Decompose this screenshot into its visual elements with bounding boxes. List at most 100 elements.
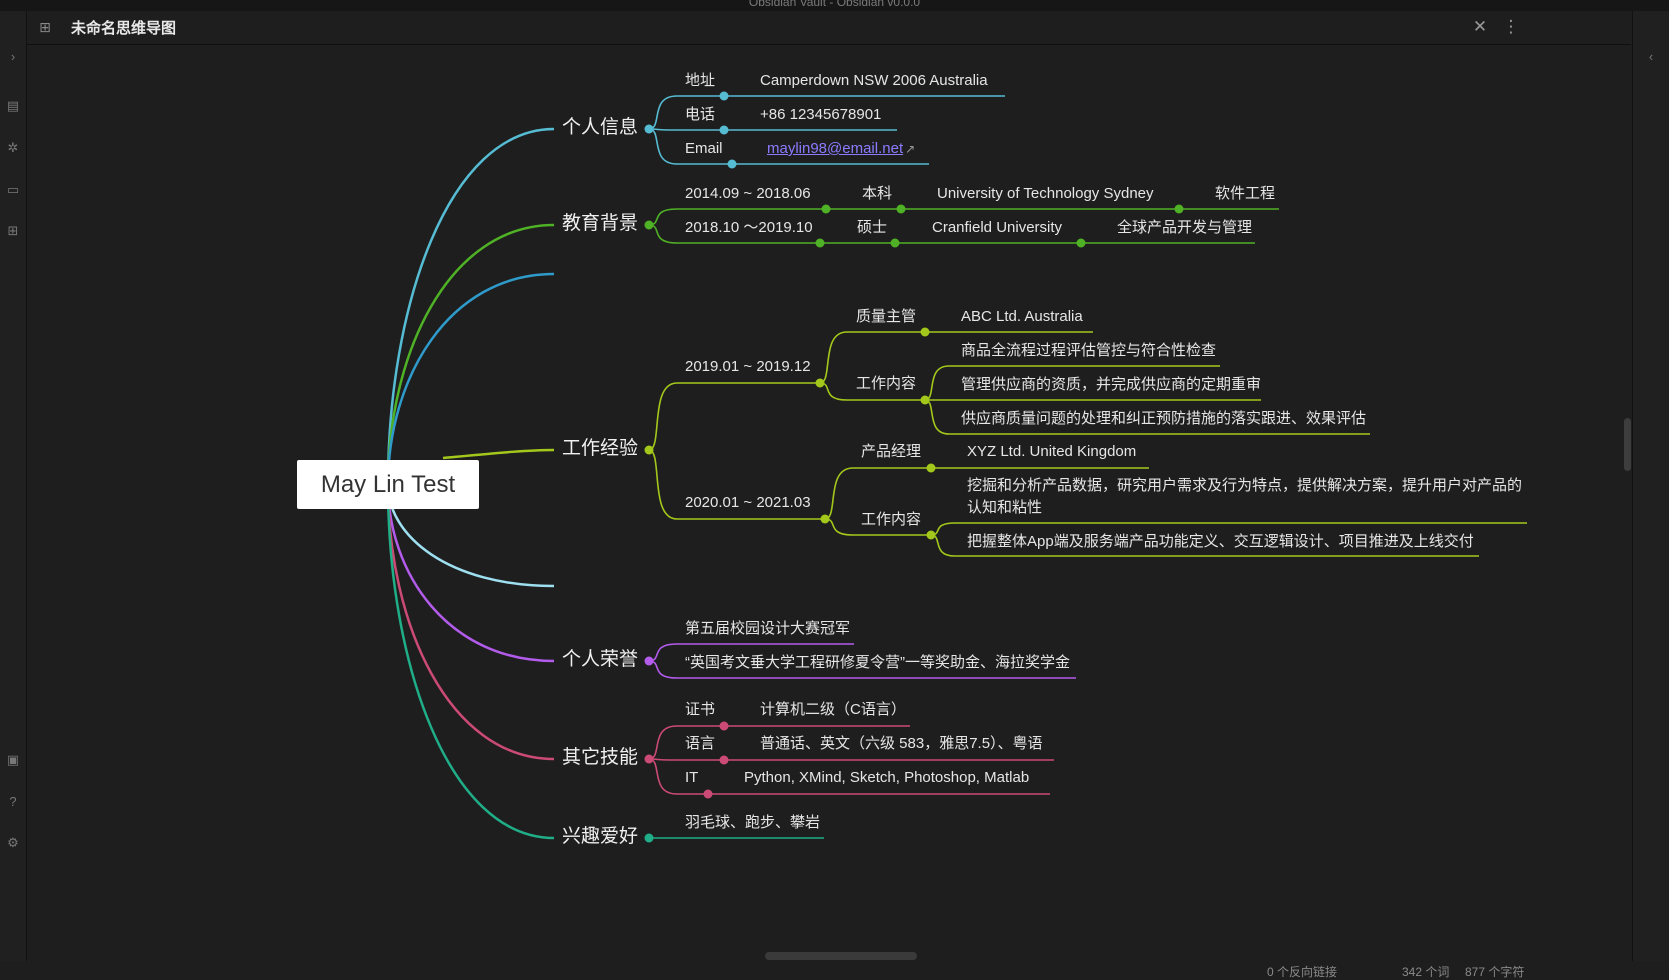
node-job2-role[interactable]: 产品经理 [861, 443, 922, 460]
node-cert-label[interactable]: 证书 [685, 701, 716, 718]
node-edu1-school[interactable]: University of Technology Sydney [937, 185, 1154, 202]
node-it-value[interactable]: Python, XMind, Sketch, Photoshop, Matlab [744, 769, 1030, 786]
node-job2-duty1[interactable]: 挖掘和分析产品数据，研究用户需求及行为特点，提供解决方案，提升用户对产品的 认知… [967, 476, 1522, 518]
node-email-label[interactable]: Email [685, 140, 723, 157]
mindmap-node-dot[interactable] [644, 445, 654, 455]
mindmap-view-icon: ⊞ [39, 18, 51, 35]
node-it-label[interactable]: IT [685, 769, 699, 786]
node-other-skills[interactable]: 其它技能 [562, 747, 639, 768]
mindmap-node-dot[interactable] [719, 721, 729, 731]
node-edu2-degree[interactable]: 硕士 [857, 219, 888, 236]
mindmap-edge-8 [648, 95, 678, 130]
node-edu2-school[interactable]: Cranfield University [932, 219, 1063, 236]
status-backlinks[interactable]: 0 个反向链接 [1267, 965, 1338, 979]
node-job1-role[interactable]: 质量主管 [856, 308, 917, 325]
mindmap-node-dot[interactable] [719, 91, 729, 101]
expand-sidebar-icon[interactable]: › [10, 48, 16, 64]
node-job2-duty2[interactable]: 把握整体App端及服务端产品功能定义、交互逻辑设计、项目推进及上线交付 [967, 533, 1474, 550]
mindmap-node-dot[interactable] [896, 204, 906, 214]
mindmap-edge-16 [648, 224, 678, 244]
mindmap-node-dot[interactable] [644, 124, 654, 134]
mindmap-node-dot[interactable] [1076, 238, 1086, 248]
mindmap-node-dot[interactable] [815, 238, 825, 248]
node-job1-duty1[interactable]: 商品全流程过程评估管控与符合性检查 [961, 342, 1217, 359]
mindmap-edge-20 [648, 449, 678, 520]
mindmap-edge-22 [819, 331, 848, 384]
node-hobbies[interactable]: 兴趣爱好 [562, 826, 639, 847]
mindmap-node-dot[interactable] [727, 159, 737, 169]
node-personal-info[interactable]: 个人信息 [562, 117, 639, 138]
node-job1-company[interactable]: ABC Ltd. Australia [961, 308, 1083, 325]
window-title: Obsidian Vault - Obsidian v0.0.0 [748, 0, 921, 9]
node-job2-content-label[interactable]: 工作内容 [861, 511, 922, 528]
node-edu2-major[interactable]: 全球产品开发与管理 [1117, 219, 1253, 236]
mindmap-edge-44 [648, 725, 678, 760]
node-honor1[interactable]: 第五届校园设计大赛冠军 [685, 620, 851, 637]
email-link[interactable]: maylin98@email.net [767, 140, 904, 157]
node-phone-value[interactable]: +86 12345678901 [760, 106, 882, 123]
node-work-experience[interactable]: 工作经验 [562, 438, 639, 459]
mindmap-node-dot[interactable] [644, 656, 654, 666]
view-title[interactable]: 未命名思维导图 [71, 20, 177, 37]
mindmap-node-dot[interactable] [926, 463, 936, 473]
vertical-scrollbar[interactable] [1624, 418, 1631, 471]
close-icon[interactable]: ✕ [1472, 17, 1488, 36]
horizontal-scrollbar[interactable] [765, 952, 917, 960]
node-edu1-date[interactable]: 2014.09 ~ 2018.06 [685, 185, 811, 202]
mindmap-edge-0 [386, 127, 555, 486]
node-edu1-degree[interactable]: 本科 [862, 185, 893, 202]
node-honor2[interactable]: “英国考文垂大学工程研修夏令营”一等奖助金、海拉奖学金 [685, 654, 1070, 671]
mindmap-edge-40 [648, 643, 678, 662]
node-hobby1[interactable]: 羽毛球、跑步、攀岩 [685, 814, 821, 831]
node-cert-value[interactable]: 计算机二级（C语言） [760, 701, 906, 718]
mindmap-edge-6 [386, 484, 555, 761]
view-header: ⊞ 未命名思维导图 ✕ ⋮ [27, 11, 1631, 45]
mindmap-canvas[interactable]: May Lin Test 个人信息 教育背景 工作经验 个人荣誉 其它技能 兴趣… [27, 45, 1631, 951]
help-icon[interactable]: ? [9, 793, 17, 809]
expand-right-sidebar-icon[interactable]: ‹ [1648, 48, 1654, 64]
node-language-value[interactable]: 普通话、英文（六级 583，雅思7.5）、粤语 [760, 735, 1043, 752]
mindmap-node-dot[interactable] [644, 754, 654, 764]
node-job1-duty3[interactable]: 供应商质量问题的处理和纠正预防措施的落实跟进、效果评估 [961, 410, 1367, 427]
mindmap-edge-18 [648, 382, 678, 451]
node-education[interactable]: 教育背景 [562, 213, 639, 234]
mindmap-node-dot[interactable] [644, 833, 654, 843]
graph-view-icon[interactable]: ✲ [7, 140, 19, 155]
node-edu1-major[interactable]: 软件工程 [1215, 185, 1276, 202]
mindmap-edge-24 [819, 382, 848, 401]
node-address-value[interactable]: Camperdown NSW 2006 Australia [760, 72, 988, 89]
status-word-count: 342 个词 [1402, 965, 1450, 979]
node-phone-label[interactable]: 电话 [685, 106, 716, 123]
mindmap-icon[interactable]: ⊞ [7, 223, 19, 238]
node-email-value[interactable]: maylin98@email.net↗ [767, 139, 915, 159]
mindmap-node-dot[interactable] [821, 204, 831, 214]
vault-icon[interactable]: ▣ [6, 752, 20, 767]
settings-gear-icon[interactable]: ⚙ [7, 835, 19, 850]
mindmap-node-dot[interactable] [1174, 204, 1184, 214]
mindmap-node-dot[interactable] [719, 755, 729, 765]
node-job2-duty1-line1: 挖掘和分析产品数据，研究用户需求及行为特点，提供解决方案，提升用户对产品的 [967, 477, 1523, 494]
node-job2-company[interactable]: XYZ Ltd. United Kingdom [967, 443, 1137, 460]
mindmap-node-dot[interactable] [719, 125, 729, 135]
mindmap-node-dot[interactable] [644, 220, 654, 230]
node-job2-date[interactable]: 2020.01 ~ 2021.03 [685, 494, 811, 511]
root-node[interactable]: May Lin Test [297, 460, 479, 509]
mindmap-node-dot[interactable] [920, 327, 930, 337]
node-language-label[interactable]: 语言 [685, 735, 716, 752]
cards-icon[interactable]: ▭ [6, 182, 20, 197]
node-edu2-date[interactable]: 2018.10 ～2019.10 [685, 219, 813, 236]
node-job1-content-label[interactable]: 工作内容 [856, 375, 917, 392]
node-address-label[interactable]: 地址 [685, 72, 716, 89]
status-bar: 0 个反向链接 342 个词 877 个字符 [27, 961, 1631, 979]
node-honors[interactable]: 个人荣誉 [562, 649, 639, 670]
mindmap-edge-48 [648, 758, 678, 795]
node-job1-date[interactable]: 2019.01 ~ 2019.12 [685, 358, 811, 375]
mindmap-node-dot[interactable] [703, 789, 713, 799]
file-icon[interactable]: ▤ [6, 98, 20, 113]
node-job1-duty2[interactable]: 管理供应商的资质，并完成供应商的定期重审 [961, 376, 1262, 393]
mindmap-node-dot[interactable] [890, 238, 900, 248]
mindmap-edge-1 [386, 223, 555, 486]
mindmap-edge-2 [386, 272, 555, 486]
more-options-icon[interactable]: ⋮ [1502, 17, 1520, 36]
mindmap-edge-30 [924, 399, 950, 435]
